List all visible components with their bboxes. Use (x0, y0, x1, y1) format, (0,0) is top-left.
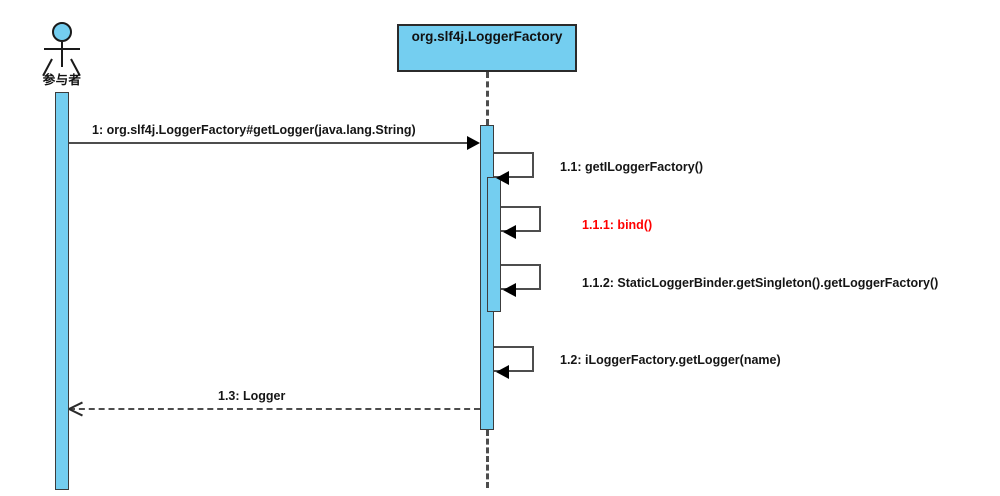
message-1-1-1-arrowhead-icon (503, 225, 516, 239)
message-1-2-loop (494, 346, 534, 372)
message-1-1-1-loop (501, 206, 541, 232)
message-1-label: 1: org.slf4j.LoggerFactory#getLogger(jav… (92, 123, 416, 137)
loggerfactory-activation-nested (487, 177, 501, 312)
loggerfactory-header-box[interactable]: org.slf4j.LoggerFactory (397, 24, 577, 72)
message-1-3-label: 1.3: Logger (218, 389, 286, 403)
actor-arms-icon (44, 48, 80, 50)
message-1-3-arrowhead-icon (68, 401, 85, 417)
message-1-1-loop (494, 152, 534, 178)
message-1-1-1-label: 1.1.1: bind() (582, 218, 653, 232)
message-1-arrowhead-icon (467, 136, 480, 150)
message-1-3-line (69, 408, 480, 410)
message-1-line (69, 142, 467, 144)
loggerfactory-lifeline-lower (486, 430, 489, 488)
message-1-1-arrowhead-icon (496, 171, 509, 185)
loggerfactory-lifeline-upper (486, 72, 489, 125)
message-1-2-arrowhead-icon (496, 365, 509, 379)
actor-activation-bar (55, 92, 69, 490)
message-1-2-label: 1.2: iLoggerFactory.getLogger(name) (560, 353, 781, 367)
actor-body-icon (61, 42, 63, 67)
message-1-1-2-loop (501, 264, 541, 290)
actor-head-icon (52, 22, 72, 42)
message-1-1-2-arrowhead-icon (503, 283, 516, 297)
message-1-1-label: 1.1: getILoggerFactory() (560, 160, 704, 174)
message-1-1-2-label: 1.1.2: StaticLoggerBinder.getSingleton()… (582, 276, 939, 290)
actor-label: 参与者 (42, 73, 82, 87)
loggerfactory-header-label: org.slf4j.LoggerFactory (411, 29, 563, 44)
